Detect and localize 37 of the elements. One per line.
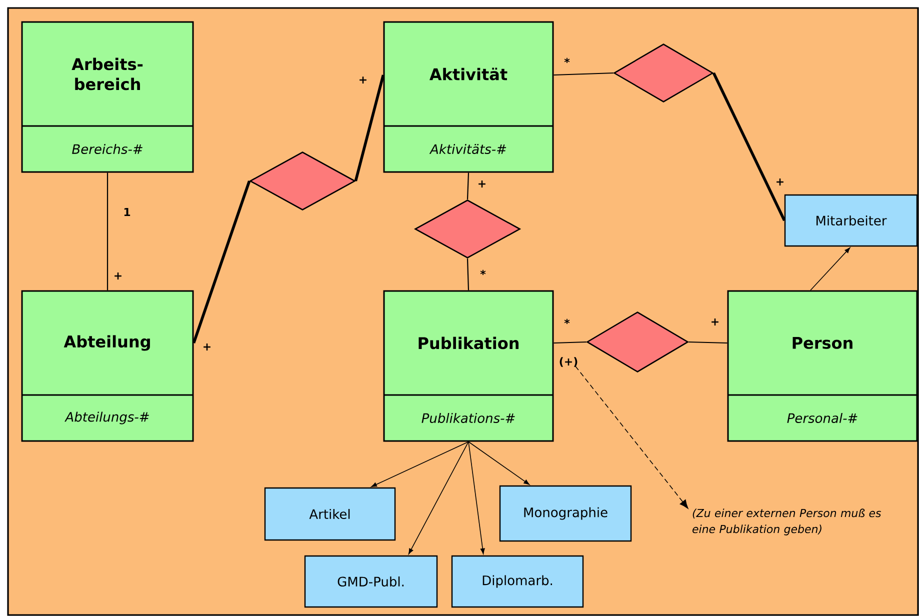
connector xyxy=(106,172,108,290)
connector xyxy=(468,441,485,554)
connector xyxy=(466,172,470,200)
connector xyxy=(688,341,728,344)
subtype-box: GMD-Publ. xyxy=(304,555,438,608)
entity-box: Publikation Publikations-# xyxy=(383,290,554,442)
connector xyxy=(371,441,469,488)
connector xyxy=(554,341,586,344)
multiplicity-mark: * xyxy=(480,270,486,276)
subtype-box: Monographie xyxy=(499,485,632,542)
multiplicity-mark: + xyxy=(712,318,718,326)
note-text: (Zu einer externen Person muß es eine Publikation geben) xyxy=(692,508,882,536)
multiplicity-mark: + xyxy=(776,178,784,186)
connector xyxy=(712,72,786,222)
multiplicity-mark: * xyxy=(564,58,570,64)
connector xyxy=(354,74,385,182)
subtype-box: Diplomarb. xyxy=(451,555,584,608)
connector xyxy=(554,72,614,76)
entity-box: Person Personal-# xyxy=(727,290,918,442)
connector xyxy=(810,247,850,291)
connector xyxy=(468,441,530,485)
multiplicity-mark: + xyxy=(114,272,122,280)
connector xyxy=(574,366,688,509)
subtype-box: Mitarbeiter xyxy=(784,194,918,247)
multiplicity-mark: + xyxy=(360,76,366,84)
connector xyxy=(192,180,251,344)
multiplicity-mark: + xyxy=(204,344,210,350)
entity-box: Abteilung Abteilungs-# xyxy=(21,290,194,442)
connector xyxy=(466,258,470,290)
multiplicity-mark: * xyxy=(564,318,570,324)
entity-box: Aktivität Aktivitäts-# xyxy=(383,21,554,173)
multiplicity-mark: 1 xyxy=(124,208,130,216)
multiplicity-mark: (+) xyxy=(560,357,578,367)
multiplicity-mark: + xyxy=(478,180,486,188)
subtype-box: Artikel xyxy=(264,487,396,541)
entity-box: Arbeits- bereich Bereichs-# xyxy=(21,21,194,173)
connector xyxy=(408,441,469,554)
